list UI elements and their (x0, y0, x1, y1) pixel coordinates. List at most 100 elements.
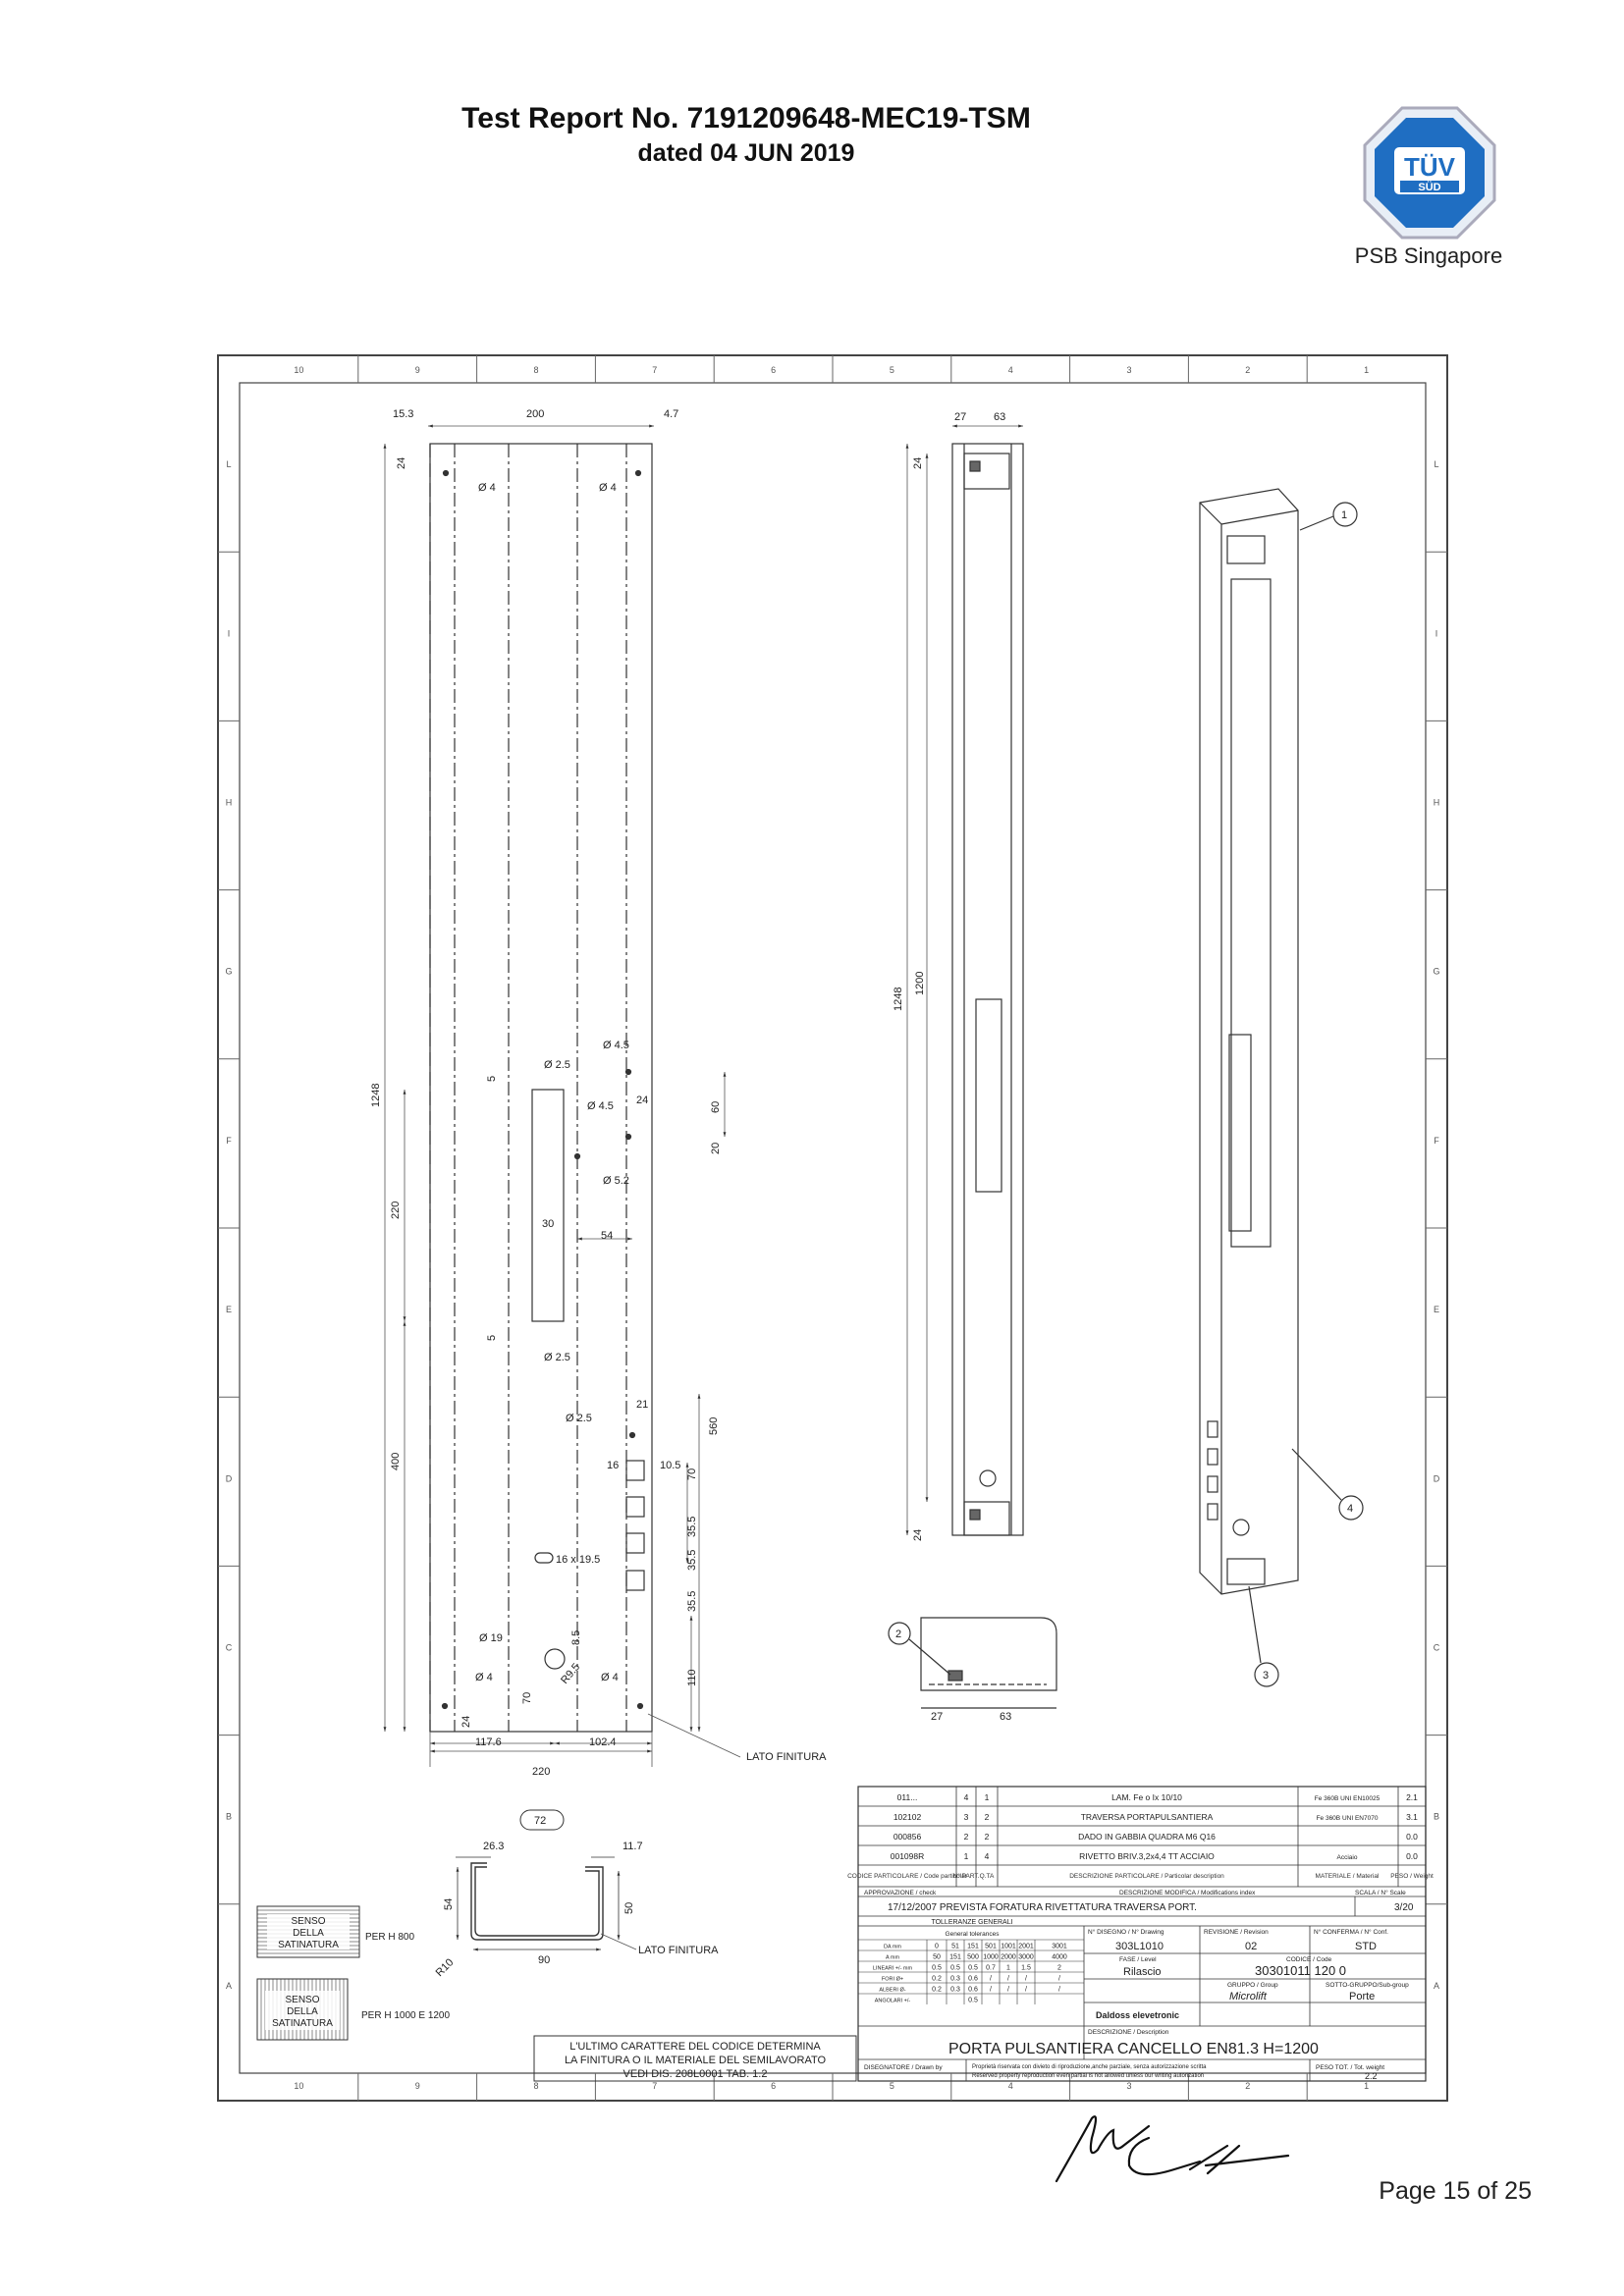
tol-cell: 3001 (1052, 1944, 1067, 1950)
bracket-detail-view (888, 1617, 1057, 1709)
parts-cell-desc: LAM. Fe o Ix 10/10 (1111, 1792, 1182, 1802)
logo-brand-top: TÜV (1404, 152, 1456, 182)
section-dim-72: 72 (534, 1815, 546, 1827)
code-label: CODICE / Code (1286, 1956, 1332, 1963)
tol-cell: 500 (967, 1954, 979, 1961)
parts-cell-code: 001098R (891, 1851, 925, 1861)
tol-cell: 2 (1057, 1965, 1061, 1972)
dim-35-5-a: 35.5 (686, 1517, 698, 1537)
total-weight-label: PESO TOT. / Tot. weight (1316, 2064, 1384, 2071)
zone-row-label: L (226, 459, 231, 469)
satin-v-label: PER H 1000 E 1200 (361, 2010, 450, 2021)
zone-col-label: 6 (771, 365, 776, 375)
modification-text: 17/12/2007 PREVISTA FORATURA RIVETTATURA… (888, 1902, 1197, 1913)
zone-row-label: C (1434, 1643, 1440, 1653)
tol-cell: 50 (933, 1954, 941, 1961)
page-number: Page 15 of 25 (1379, 2177, 1532, 2205)
zone-row-label: H (226, 798, 233, 808)
zone-row-label: F (226, 1136, 232, 1146)
parts-cell-code: 000856 (893, 1832, 922, 1842)
tolerance-subtitle: General tolerances (946, 1931, 1001, 1938)
parts-cell-weight: 3.1 (1406, 1812, 1418, 1822)
tol-cell: 151 (949, 1954, 961, 1961)
parts-cell-qty: 1 (985, 1792, 990, 1802)
frame-zone-ticks (218, 355, 1447, 2101)
side-dim-1200: 1200 (914, 972, 926, 995)
parts-table-header: CODICE PARTICOLARE / Code particolar N° … (847, 1872, 1434, 1880)
isometric-callouts: 1 4 3 (1263, 509, 1353, 1682)
zone-row-label: E (226, 1305, 232, 1314)
tol-cell: / (1007, 1987, 1009, 1994)
logo-org-name: PSB Singapore (1354, 243, 1503, 268)
dim-dia-2-5-b: Ø 2.5 (544, 1352, 570, 1363)
satin-direction-horizontal: SENSO DELLA SATINATURA PER H 800 (256, 1905, 414, 1958)
tol-cell: 1001 (1001, 1944, 1016, 1950)
parts-cell-qty: 2 (985, 1832, 990, 1842)
dim-110: 110 (686, 1669, 698, 1686)
zone-col-label: 8 (533, 365, 538, 375)
tol-cell: / (1025, 1987, 1027, 1994)
section-radius-r10: R10 (434, 1956, 457, 1979)
zone-row-label: A (1434, 1981, 1439, 1991)
tolerance-title: TOLLERANZE GENERALI (931, 1919, 1012, 1926)
side-view-dimension-texts: 27 63 24 24 1248 1200 (893, 411, 1005, 1541)
dim-21: 21 (636, 1399, 648, 1411)
zone-row-label: B (226, 1812, 232, 1822)
rights-it: Proprietà riservata con divieto di ripro… (972, 2064, 1207, 2070)
revision: 02 (1245, 1941, 1257, 1952)
tol-cell: ALBERI Ø- (879, 1988, 905, 1994)
dim-dia-4-bottom-right: Ø 4 (601, 1672, 619, 1683)
front-view-dimension-lines (383, 424, 727, 1767)
subgroup-label: SOTTO-GRUPPO/Sub-group (1326, 1982, 1409, 1989)
tolerance-table: TOLLERANZE GENERALI General tolerances (931, 1919, 1012, 1938)
side-dim-24-bottom: 24 (912, 1529, 924, 1541)
tol-cell: 0.6 (968, 1987, 978, 1994)
satin-v-line2: DELLA (287, 2006, 318, 2017)
scale-label: SCALA / N° Scale (1355, 1889, 1406, 1896)
section-view-texts: 26.3 11.7 72 54 50 90 R10 LATO FINITURA (434, 1815, 720, 1979)
dim-35-5-c: 35.5 (686, 1591, 698, 1612)
tol-cell: 2001 (1018, 1944, 1034, 1950)
drawing-info: N° DISEGNO / N° Drawing 303L1010 REVISIO… (864, 1928, 1409, 2081)
dim-24-top: 24 (396, 457, 407, 469)
parts-cell-item: 1 (964, 1851, 969, 1861)
zone-col-label: 4 (1008, 2081, 1013, 2091)
bracket-detail-texts: 2 27 63 (895, 1629, 1011, 1723)
subgroup: Porte (1349, 1991, 1375, 2002)
section-dim-54: 54 (443, 1898, 455, 1910)
modification-row: APPROVAZIONE / check DESCRIZIONE MODIFIC… (864, 1889, 1414, 1913)
parts-header-weight: PESO / Weight (1390, 1873, 1434, 1880)
tol-cell: 0.3 (950, 1987, 960, 1994)
approval-label: APPROVAZIONE / check (864, 1890, 937, 1896)
tol-cell: / (1007, 1976, 1009, 1983)
phase: Rilascio (1123, 1966, 1162, 1978)
iso-callout-3: 3 (1263, 1670, 1269, 1682)
dim-20: 20 (710, 1143, 722, 1154)
dim-5-a: 5 (486, 1076, 498, 1082)
satin-direction-vertical: SENSO DELLA SATINATURA PER H 1000 E 1200 (256, 1978, 450, 2041)
zone-row-label: I (228, 628, 231, 638)
tol-cell: 0.5 (950, 1965, 960, 1972)
note-line-2: LA FINITURA O IL MATERIALE DEL SEMILAVOR… (565, 2055, 827, 2066)
confirmation: STD (1355, 1941, 1377, 1952)
detail-callout-2: 2 (895, 1629, 901, 1640)
parts-cell-material: Fe 360B UNI EN10025 (1315, 1795, 1380, 1802)
zone-row-label: H (1434, 798, 1440, 808)
phase-label: FASE / Level (1119, 1956, 1157, 1963)
company-brand: Daldoss elevetronic (1096, 2010, 1179, 2020)
zone-col-label: 10 (294, 365, 303, 375)
scale-value: 3/20 (1394, 1902, 1414, 1913)
dim-5-b: 5 (486, 1335, 498, 1341)
zone-col-label: 5 (890, 365, 894, 375)
zone-row-label: E (1434, 1305, 1439, 1314)
section-dim-11-7: 11.7 (623, 1841, 643, 1852)
parts-cell-qty: 2 (985, 1812, 990, 1822)
group: Microlift (1229, 1991, 1268, 2002)
parts-cell-code: 011... (897, 1792, 918, 1802)
zone-col-label: 1 (1364, 365, 1369, 375)
confirmation-label: N° CONFERMA / N° Conf. (1314, 1928, 1388, 1936)
zone-row-label: I (1435, 628, 1438, 638)
signature (1055, 2115, 1290, 2183)
tol-cell: / (990, 1976, 992, 1983)
dim-35-5-b: 35.5 (686, 1550, 698, 1571)
